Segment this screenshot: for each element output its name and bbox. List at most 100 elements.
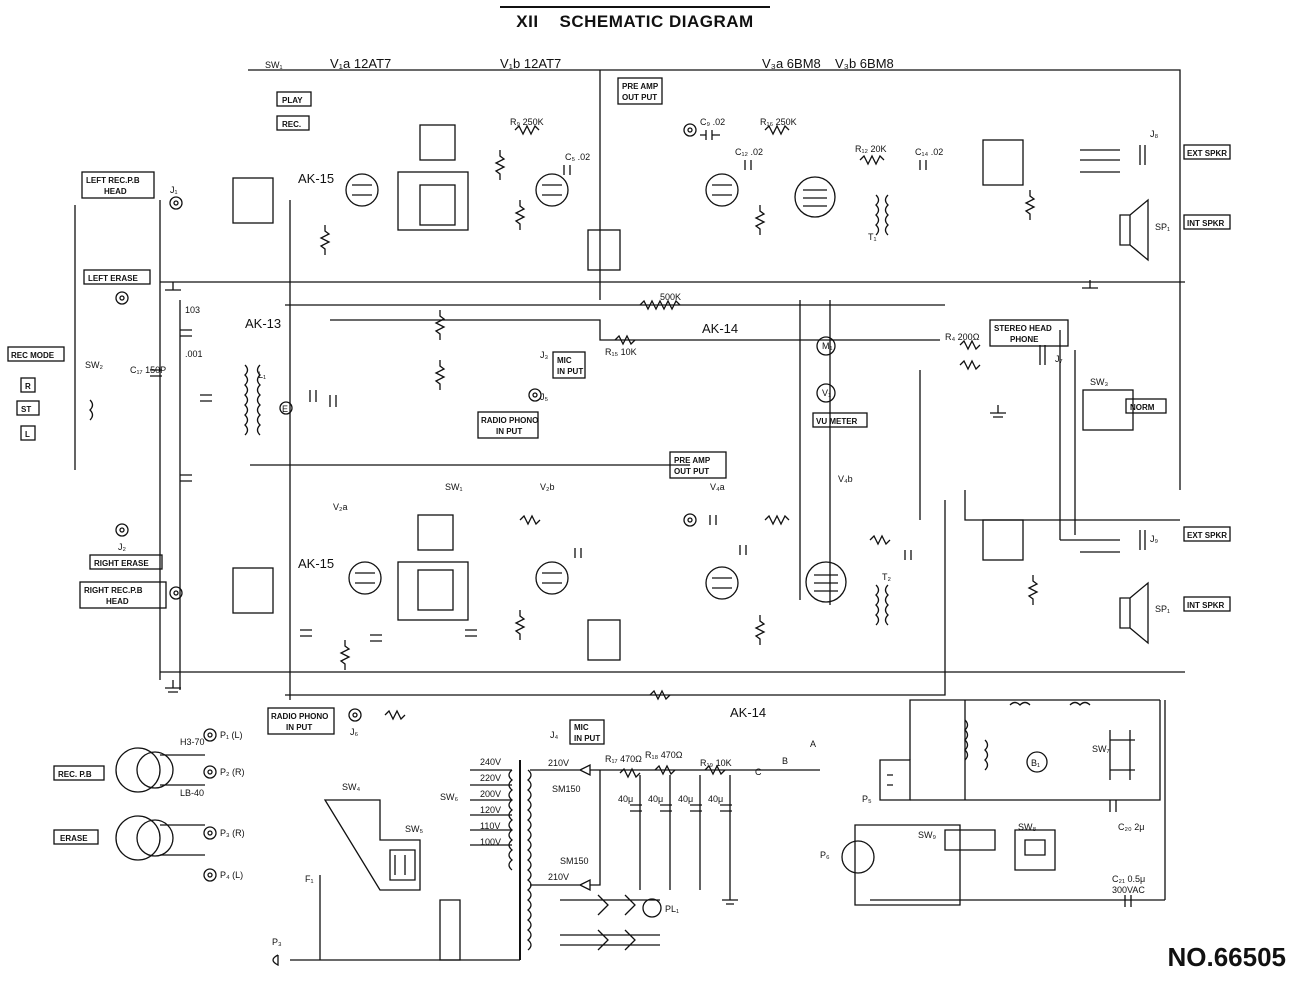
label-sp1-bottom: SP₁ — [1155, 604, 1170, 614]
label-play: PLAY — [282, 96, 303, 105]
label-r17: R₁₇ 470Ω — [605, 754, 642, 764]
label-v1a: V₁a 12AT7 — [330, 56, 391, 71]
label-r16: R₁₆ 250K — [760, 117, 797, 127]
label-j1: J₁ — [170, 185, 178, 195]
label-norm: NORM — [1130, 403, 1155, 412]
label-c150p: C₁₇ 150P — [130, 365, 166, 375]
label-rec: REC. — [282, 120, 301, 129]
label-erase: ERASE — [60, 834, 88, 843]
label-sm150-a: SM150 — [552, 784, 581, 794]
label-l1: L₁ — [258, 370, 266, 380]
label-v1b: V₁b 12AT7 — [500, 56, 561, 71]
label-120v: 120V — [480, 805, 501, 815]
section-number: XII — [516, 12, 539, 31]
label-p3: P₃ — [272, 937, 282, 947]
document-number: NO.66505 — [1167, 942, 1286, 972]
label-110v: 110V — [480, 821, 500, 831]
label-pl1: PL₁ — [665, 904, 679, 914]
label-ak15-bottom: AK-15 — [298, 556, 334, 571]
label-r15: R₁₅ 10K — [605, 347, 637, 357]
capacitors — [150, 130, 1132, 907]
label-j3: J₃ — [540, 350, 549, 360]
label-j5: J₅ — [540, 392, 549, 402]
boxed-label-text: PLAY REC. PRE AMP OUT PUT PRE AMP OUT PU… — [11, 82, 1227, 843]
label-stereo-1: STEREO HEAD — [994, 324, 1052, 333]
label-left-head-1: LEFT REC.P.B — [86, 176, 140, 185]
label-p5: P₅ — [862, 794, 872, 804]
power-section — [272, 699, 1166, 967]
label-radio-bottom-1: RADIO PHONO — [271, 712, 328, 721]
label-left-head-2: HEAD — [104, 187, 127, 196]
label-r9: R₉ 250K — [510, 117, 544, 127]
label-ak15-top: AK-15 — [298, 171, 334, 186]
label-c5: C₅ .02 — [565, 152, 590, 162]
label-r19: R₁₉ 10K — [700, 758, 732, 768]
label-rec-pb: REC. P.B — [58, 770, 92, 779]
label-ak14-top: AK-14 — [702, 321, 738, 336]
label-v1-meter: V₁ — [822, 388, 831, 398]
label-left-erase: LEFT ERASE — [88, 274, 138, 283]
label-preamp-top-2: OUT PUT — [622, 93, 657, 102]
label-v4a: V₄a — [710, 482, 725, 492]
grounds — [165, 280, 1098, 693]
label-right-head-2: HEAD — [106, 597, 129, 606]
label-j2: J₂ — [118, 542, 127, 552]
label-c14: C₁₄ .02 — [915, 147, 943, 157]
label-r12: R₁₂ 20K — [855, 144, 887, 154]
label-mode-st: ST — [21, 405, 31, 414]
label-100v: 100V — [480, 837, 501, 847]
label-210v-b: 210V — [548, 872, 569, 882]
upper-tubes — [345, 173, 836, 218]
label-ext-spkr-top: EXT SPKR — [1187, 149, 1227, 158]
label-p3-head: P₃ (R) — [220, 828, 245, 838]
label-b1: B₁ — [1031, 758, 1040, 768]
label-lb40: LB-40 — [180, 788, 204, 798]
label-vu-meter: VU METER — [816, 417, 858, 426]
label-j9: J₉ — [1150, 534, 1159, 544]
label-v4b: V₄b — [838, 474, 853, 484]
label-sw1-top: SW₁ — [265, 60, 283, 70]
main-bus-lines — [74, 69, 1185, 700]
label-c40-c: 40μ — [678, 794, 693, 804]
diagram-header: XII SCHEMATIC DIAGRAM — [500, 6, 770, 32]
label-c12: C₁₂ .02 — [735, 147, 763, 157]
label-j7: J₇ — [1055, 354, 1063, 364]
label-f1: F₁ — [305, 874, 314, 884]
label-220v: 220V — [480, 773, 501, 783]
label-mode-r: R — [25, 382, 31, 391]
label-mic-top-1: MIC — [557, 356, 572, 365]
label-210v-a: 210V — [548, 758, 569, 768]
label-sw8: SW₈ — [1018, 822, 1036, 832]
label-c20: C₂₀ 2μ — [1118, 822, 1144, 832]
label-r4: R₄ 200Ω — [945, 332, 980, 342]
label-int-spkr-bottom: INT SPKR — [1187, 601, 1225, 610]
tape-heads — [115, 747, 205, 861]
label-radio-top-1: RADIO PHONO — [481, 416, 538, 425]
label-j8: J₈ — [1150, 129, 1159, 139]
label-sw2: SW₂ — [85, 360, 103, 370]
label-c40-d: 40μ — [708, 794, 723, 804]
label-node-c: C — [755, 767, 762, 777]
lower-tubes — [348, 561, 847, 603]
label-j6: J₆ — [350, 727, 359, 737]
label-sm150-b: SM150 — [560, 856, 589, 866]
label-sp1-top: SP₁ — [1155, 222, 1170, 232]
label-240v: 240V — [480, 757, 501, 767]
label-ak13: AK-13 — [245, 316, 281, 331]
resistors — [319, 124, 1039, 779]
label-ext-spkr-bottom: EXT SPKR — [1187, 531, 1227, 540]
label-c001: .001 — [185, 349, 203, 359]
switch-blocks — [232, 124, 1134, 661]
label-r18: R₁₈ 470Ω — [645, 750, 683, 760]
label-sw1-bottom: SW₁ — [445, 482, 463, 492]
label-preamp-bottom-2: OUT PUT — [674, 467, 709, 476]
label-200v: 200V — [480, 789, 501, 799]
label-sw3: SW₃ — [1090, 377, 1108, 387]
diagram-title: SCHEMATIC DIAGRAM — [559, 12, 754, 31]
label-p1: P₁ (L) — [220, 730, 243, 740]
label-rec-mode: REC MODE — [11, 351, 55, 360]
label-right-head-1: RIGHT REC.P.B — [84, 586, 143, 595]
header-rule — [500, 6, 770, 8]
